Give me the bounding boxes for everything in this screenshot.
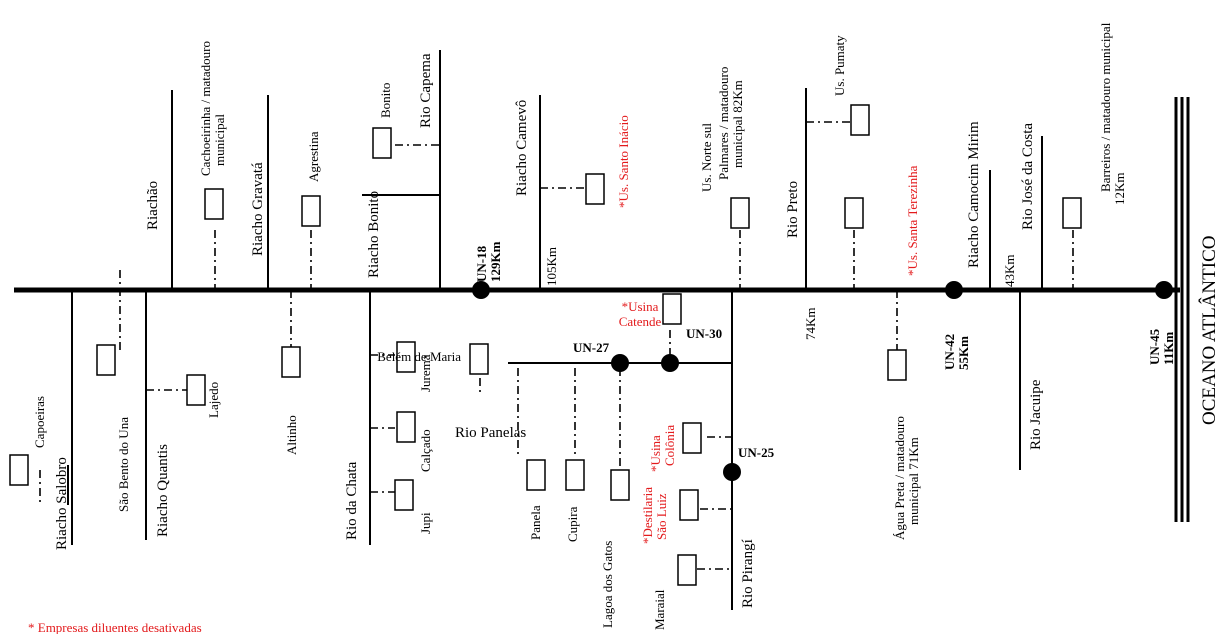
place-label: Us. Pumaty bbox=[832, 35, 847, 96]
deactivated-label: *Destilaria bbox=[640, 487, 655, 544]
river-label: Riacho Salobro bbox=[54, 457, 70, 550]
station-un42-code: UN-42 bbox=[942, 334, 957, 370]
place-label: 12Km bbox=[1112, 173, 1127, 206]
place-label: municipal bbox=[212, 114, 227, 166]
station-un30-node bbox=[661, 354, 679, 372]
river-label: Riacho Camevô bbox=[514, 100, 530, 196]
place-label: Palmares / matadouro bbox=[716, 67, 731, 180]
place-label: Calçado bbox=[418, 429, 433, 472]
ocean-label: OCEANO ATLÂNTICO bbox=[1198, 236, 1220, 425]
river-label: Rio da Chata bbox=[344, 461, 360, 540]
place-label: Lajedo bbox=[206, 382, 221, 418]
place-label: Altinho bbox=[284, 415, 299, 455]
station-un25-code: UN-25 bbox=[738, 445, 775, 460]
deactivated-label: *Usina bbox=[648, 435, 663, 472]
distance-label: 105Km bbox=[544, 247, 559, 286]
river-label: Rio Jacuipe bbox=[1028, 379, 1044, 450]
deactivated-label: *Us. Santa Terezinha bbox=[905, 165, 920, 276]
station-un25-node bbox=[723, 463, 741, 481]
river-label: Riacho Quantis bbox=[155, 444, 171, 537]
distance-label: 74Km bbox=[803, 308, 818, 341]
place-label: Água Preta / matadouro bbox=[892, 416, 907, 540]
station-un45-node bbox=[1155, 281, 1173, 299]
place-label: Capoeiras bbox=[32, 396, 47, 448]
station-un30-code: UN-30 bbox=[686, 326, 722, 341]
river-label: Rio José da Costa bbox=[1020, 123, 1036, 230]
outfall-boxes bbox=[9, 104, 1082, 586]
river-label: Riachão bbox=[145, 181, 161, 230]
station-un27-code: UN-27 bbox=[573, 340, 610, 355]
river-label: Riacho Camocim Mirim bbox=[966, 121, 982, 268]
deactivated-label: São Luiz bbox=[654, 493, 669, 540]
place-label: Agrestina bbox=[306, 131, 321, 182]
place-label: Lagoa dos Gatos bbox=[600, 541, 615, 628]
place-label: Maraial bbox=[652, 589, 667, 630]
station-un45-dist: 11Km bbox=[1161, 332, 1176, 365]
place-label: Cachoeirinha / matadouro bbox=[198, 41, 213, 176]
river-label: Rio Capema bbox=[418, 53, 434, 128]
place-label: Bonito bbox=[378, 83, 393, 118]
footnote: * Empresas diluentes desativadas bbox=[28, 620, 202, 634]
station-un18-code: UN-18 bbox=[474, 245, 489, 282]
place-label: Jupi bbox=[418, 512, 433, 534]
river-label: Rio Preto bbox=[785, 181, 801, 238]
place-label: Cupira bbox=[565, 506, 580, 542]
station-un45-code: UN-45 bbox=[1147, 328, 1162, 365]
station-un27-node bbox=[611, 354, 629, 372]
river-label: Rio Pirangí bbox=[740, 539, 756, 608]
deactivated-label: Colônia bbox=[662, 425, 677, 466]
deactivated-label: *Us. Santo Inácio bbox=[616, 115, 631, 208]
distance-label: 43Km bbox=[1002, 255, 1017, 288]
station-un18-node bbox=[472, 281, 490, 299]
station-un18-dist: 129Km bbox=[488, 241, 503, 282]
station-un42-dist: 55Km bbox=[956, 336, 971, 370]
place-label: municipal 82Km bbox=[730, 80, 745, 168]
place-label: Belém de Maria bbox=[377, 349, 461, 364]
place-label: Panela bbox=[528, 505, 543, 540]
place-label: São Bento do Una bbox=[116, 417, 131, 512]
place-label: Barreiros / matadouro municipal bbox=[1098, 22, 1113, 192]
place-label: Us. Norte sul bbox=[699, 123, 714, 192]
place-label: municipal 71Km bbox=[906, 437, 921, 525]
river-label: Riacho Gravatá bbox=[250, 162, 266, 256]
river-label: Rio Panelas bbox=[455, 425, 526, 441]
coastline bbox=[1174, 97, 1190, 522]
place-label: Jurema bbox=[418, 354, 433, 392]
deactivated-label: *Usina bbox=[622, 299, 659, 314]
station-un42-node bbox=[945, 281, 963, 299]
deactivated-label: Catende bbox=[619, 314, 662, 329]
river-label: Riacho Bonito bbox=[366, 191, 382, 278]
